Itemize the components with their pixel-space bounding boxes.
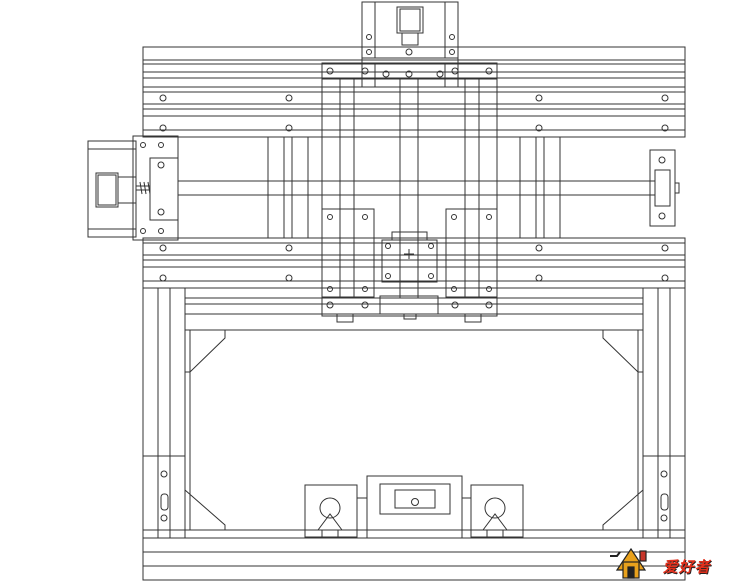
lower-frame — [142, 287, 686, 581]
z-stepper-motor — [361, 1, 459, 88]
y-bed-carriage — [304, 475, 524, 539]
right-bearing-block — [649, 149, 680, 227]
inner-verticals — [267, 136, 561, 239]
x-shaft — [178, 180, 655, 196]
z-carriage — [321, 62, 498, 323]
spindle-mount — [379, 231, 439, 315]
house-logo-icon — [610, 547, 647, 579]
rail-screws — [159, 94, 669, 282]
left-stepper-motor — [87, 140, 151, 238]
y-rail-lower — [142, 237, 686, 289]
carriage-side-plates — [321, 208, 498, 298]
logo-text: 爱好者 — [661, 558, 714, 576]
y-rail-upper — [142, 86, 686, 138]
left-end-bracket — [132, 135, 179, 241]
top-rail — [142, 46, 686, 88]
